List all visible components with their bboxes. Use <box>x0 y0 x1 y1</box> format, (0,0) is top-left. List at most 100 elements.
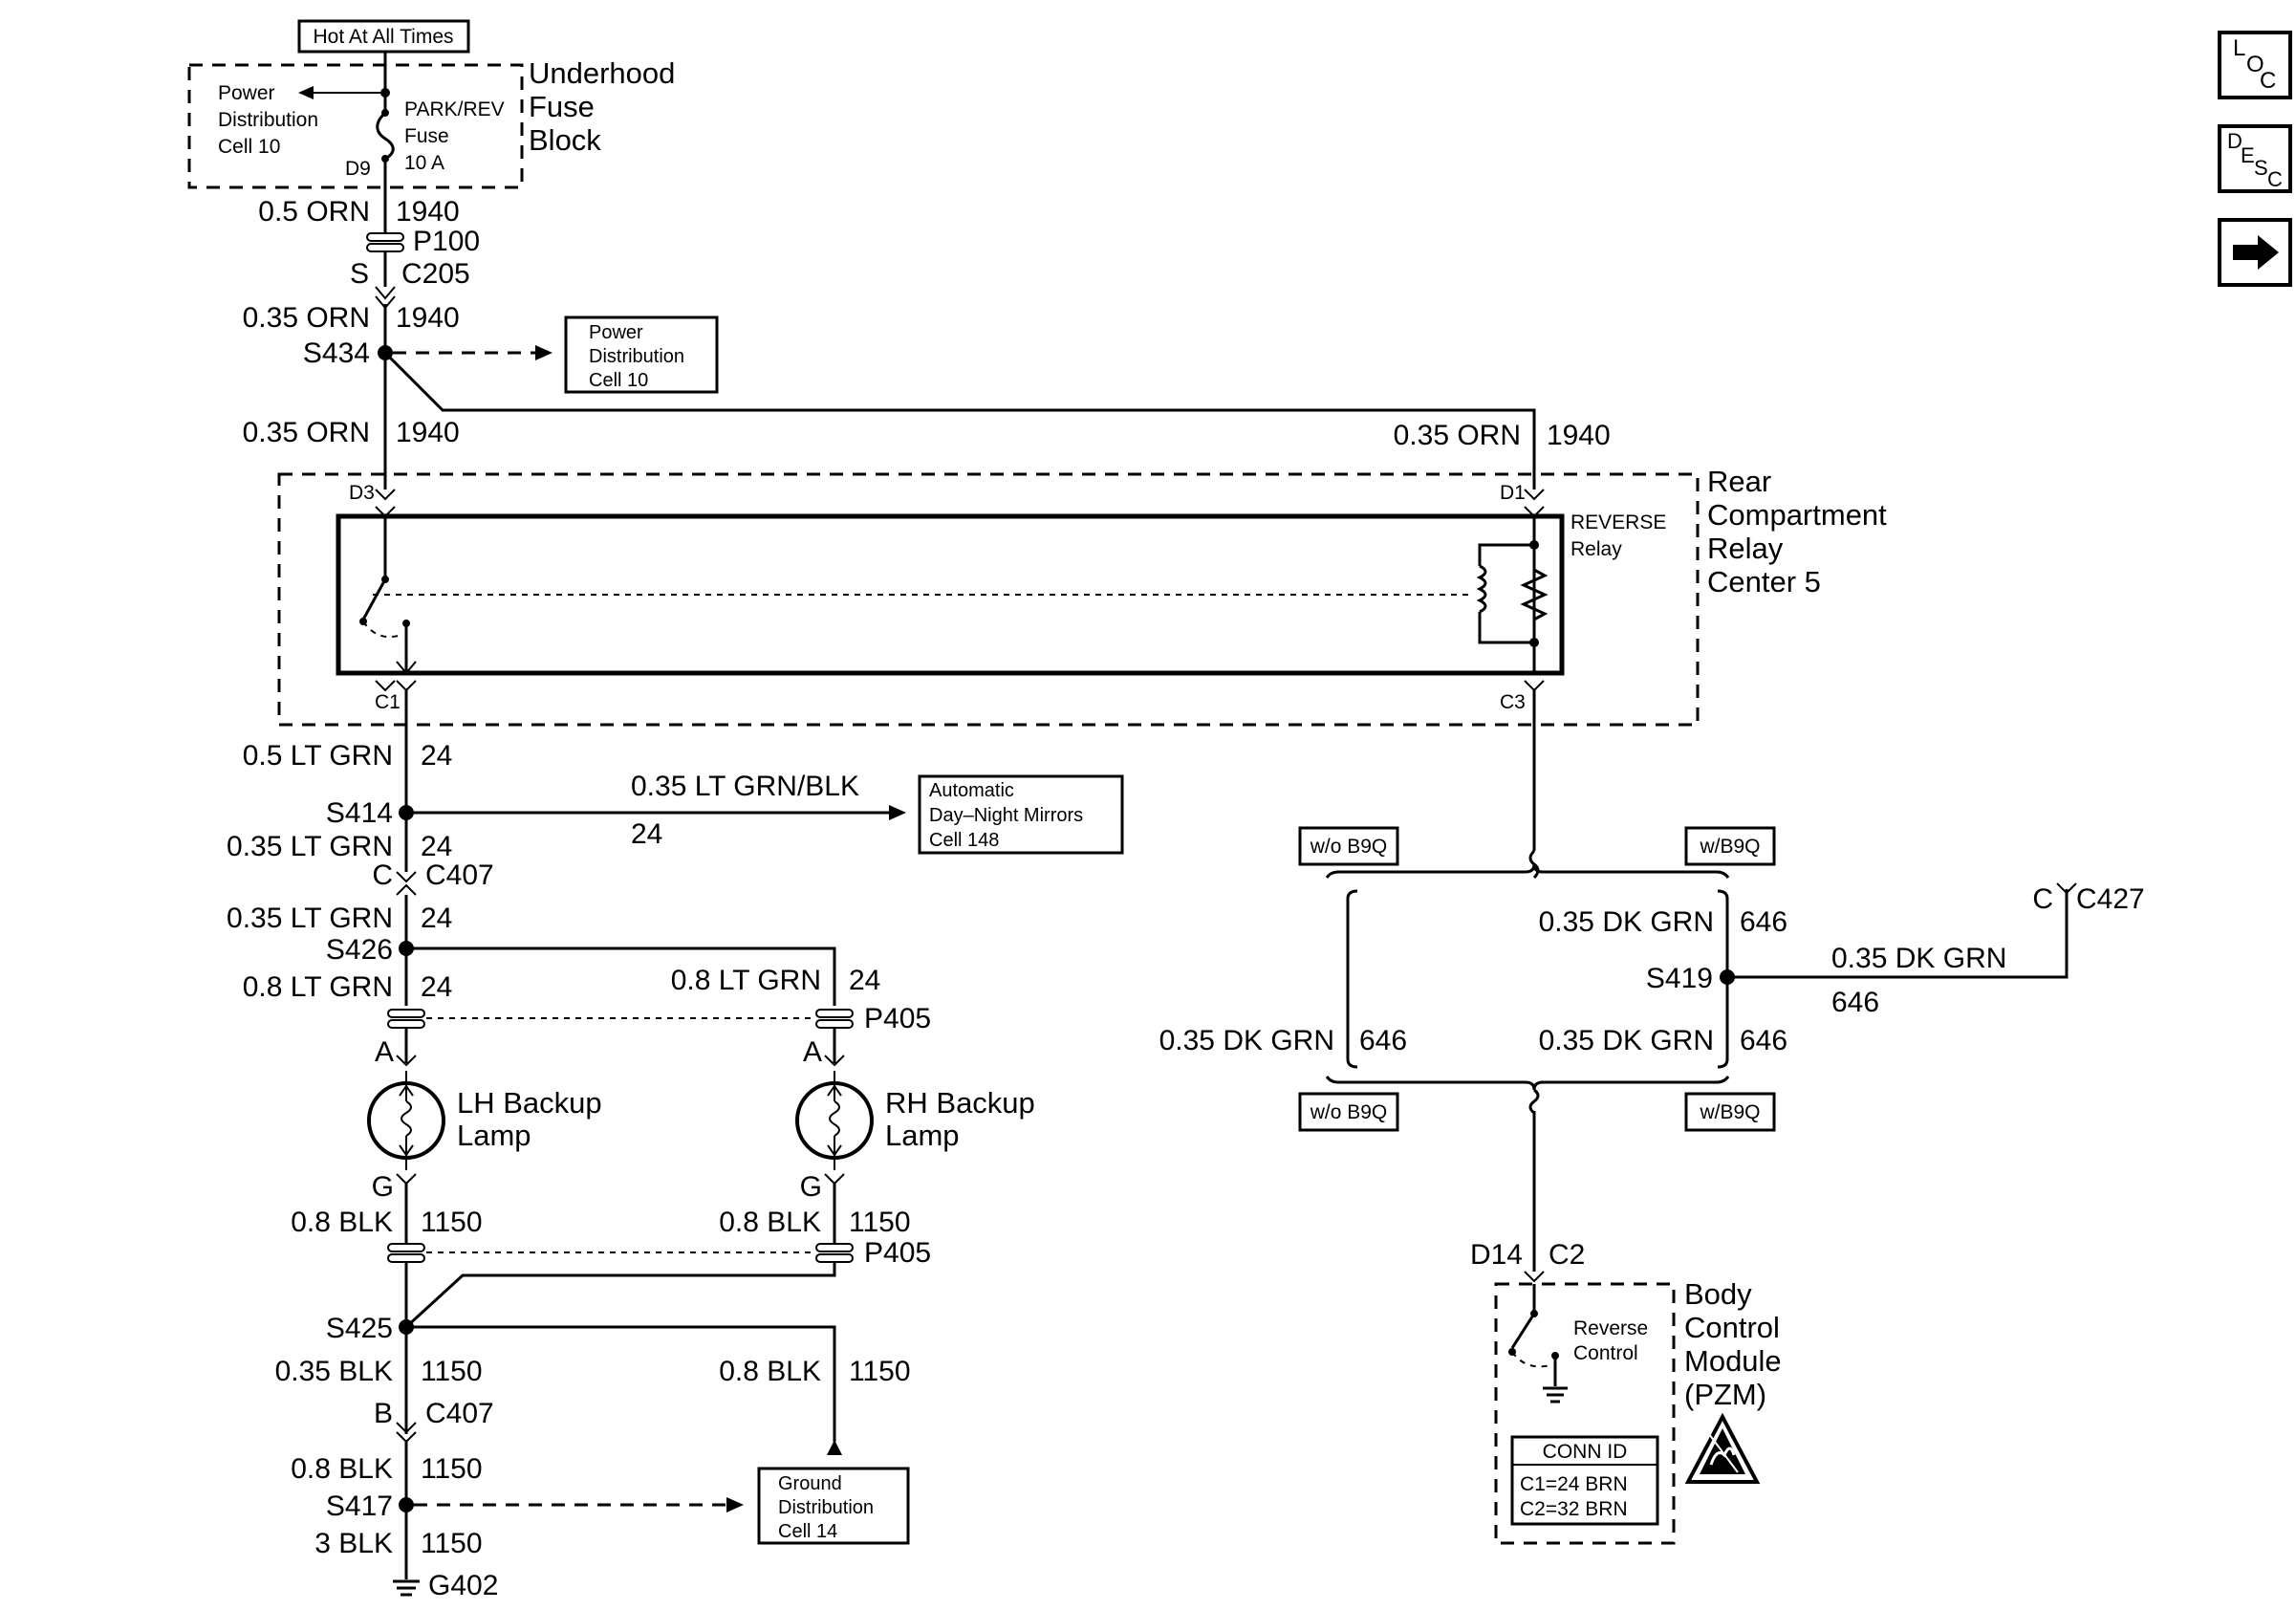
underhood-label-1: Underhood <box>529 56 675 90</box>
svg-text:Power: Power <box>589 322 643 343</box>
p405-lower-label: P405 <box>864 1237 931 1269</box>
pd-cell-top-3: Cell 10 <box>218 136 280 158</box>
circuit-1940-c: 1940 <box>396 417 460 448</box>
wire-08-blk-c: 0.8 BLK <box>291 1453 393 1485</box>
svg-text:Cell 14: Cell 14 <box>778 1521 837 1542</box>
svg-text:D: D <box>2227 129 2242 153</box>
pd-cell-top-2: Distribution <box>218 109 318 131</box>
wire-035-dkgrn-c427: 0.35 DK GRN <box>1831 943 2006 974</box>
fuse-label-3: 10 A <box>404 152 444 174</box>
svg-text:E: E <box>2241 143 2255 167</box>
bcm-outline <box>1494 1282 1676 1545</box>
wire-08-blk-lh: 0.8 BLK <box>291 1207 393 1238</box>
fuse-icon <box>376 111 395 161</box>
relay-coil-icon <box>1476 564 1487 614</box>
c427-name: C427 <box>2076 883 2145 915</box>
rh-pin-a: A <box>803 1036 822 1068</box>
circuit-1940-a: 1940 <box>396 196 460 228</box>
hot-at-all-times-box: Hot At All Times <box>297 19 470 54</box>
s419-label: S419 <box>1646 963 1713 994</box>
fuse-label-1: PARK/REV <box>404 98 505 120</box>
circuit-646-w-bottom: 646 <box>1740 1025 1787 1056</box>
circuit-1150-lh: 1150 <box>421 1207 483 1238</box>
c407-top-connector-icon <box>396 871 417 883</box>
underhood-fuse-block-outline <box>187 63 524 189</box>
s417-label: S417 <box>326 1490 393 1522</box>
c205-name: C205 <box>401 258 470 290</box>
reverse-control-switch <box>1510 1313 1536 1349</box>
ground-g402-icon <box>393 1579 420 1597</box>
svg-text:C: C <box>2260 68 2276 94</box>
splice-s414 <box>399 805 414 820</box>
underhood-label-3: Block <box>529 123 601 157</box>
rh-pin-g: G <box>800 1171 822 1203</box>
wire-035-dkgrn-w-top: 0.35 DK GRN <box>1539 906 1714 938</box>
arrow-up-icon <box>827 1440 842 1455</box>
p405-lower-grommet-icon <box>387 1243 854 1263</box>
description-view-button[interactable]: D E S C <box>2218 124 2292 193</box>
splice-s417 <box>399 1497 414 1512</box>
wire-to-rh-lamp <box>406 946 836 1006</box>
svg-text:Ground: Ground <box>778 1473 842 1494</box>
fuse-label-2: Fuse <box>404 125 449 147</box>
circuit-1150-b: 1150 <box>849 1356 911 1387</box>
rear-relay-center-outline <box>277 472 1700 727</box>
option-break-bottom <box>1528 1088 1540 1115</box>
option-bar-bottom <box>1325 1076 1730 1091</box>
lh-pin-a: A <box>375 1036 394 1068</box>
location-view-button[interactable]: L O C <box>2218 31 2292 99</box>
lh-backup-lamp-icon <box>367 1071 445 1170</box>
wire-08-blk-b: 0.8 BLK <box>719 1356 821 1387</box>
svg-text:C: C <box>2267 167 2283 191</box>
arrow-right-icon <box>535 345 552 360</box>
bcm-label-2: Control <box>1684 1311 1780 1344</box>
relay-label-1: REVERSE <box>1570 511 1666 533</box>
relay-label-2: Relay <box>1570 538 1622 560</box>
p100-label: P100 <box>413 226 480 257</box>
underhood-label-2: Fuse <box>529 90 595 123</box>
wire-035-ltgrn-blk: 0.35 LT GRN/BLK <box>631 771 859 802</box>
pin-c1: C1 <box>375 691 401 713</box>
rh-lamp-label-1: RH Backup <box>885 1086 1035 1120</box>
circuit-24-b: 24 <box>631 818 662 850</box>
svg-text:Distribution: Distribution <box>589 346 684 367</box>
rh-lamp-label-2: Lamp <box>885 1119 960 1152</box>
next-page-button[interactable] <box>2218 218 2292 287</box>
lh-pin-g: G <box>372 1171 394 1203</box>
wire-035-dkgrn-w-bottom: 0.35 DK GRN <box>1539 1025 1714 1056</box>
wire-rh-ground-return <box>404 1262 836 1329</box>
arrow-right-icon <box>2233 235 2279 270</box>
wire-08-blk-rh: 0.8 BLK <box>719 1207 821 1238</box>
circuit-1150-d: 1150 <box>421 1453 483 1485</box>
svg-text:w/o B9Q: w/o B9Q <box>1310 836 1388 858</box>
s414-label: S414 <box>326 797 393 829</box>
c407-bottom-connector-icon <box>396 1422 417 1434</box>
reverse-control-label-1: Reverse <box>1573 1317 1648 1339</box>
rear-center-label-3: Relay <box>1707 532 1784 565</box>
arrow-right-icon <box>726 1497 744 1512</box>
circuit-24-d: 24 <box>421 903 452 934</box>
hot-label: Hot At All Times <box>313 26 453 48</box>
rear-center-label-2: Compartment <box>1707 498 1887 532</box>
ground-cell-box: Ground Distribution Cell 14 <box>757 1467 910 1545</box>
circuit-24-a: 24 <box>421 740 452 772</box>
pin-d1: D1 <box>1500 482 1526 504</box>
svg-text:Cell 10: Cell 10 <box>589 370 648 391</box>
c407a-name: C407 <box>425 859 494 891</box>
svg-text:L: L <box>2233 35 2245 61</box>
circuit-646-c427: 646 <box>1831 987 1879 1018</box>
lh-lamp-label-1: LH Backup <box>457 1086 602 1120</box>
c205-letter: S <box>350 258 369 290</box>
circuit-1150-c: 1150 <box>421 1356 483 1387</box>
circuit-1150-e: 1150 <box>421 1528 483 1559</box>
option-wo-b9q-bottom: w/o B9Q <box>1298 1092 1399 1132</box>
lh-lamp-label-2: Lamp <box>457 1119 531 1152</box>
pd-cell-10-box: Power Distribution Cell 10 <box>564 315 719 394</box>
svg-text:S: S <box>2254 156 2268 180</box>
option-w-b9q-bottom: w/B9Q <box>1684 1092 1776 1132</box>
s426-label: S426 <box>326 934 393 966</box>
mirrors-cell-box: Automatic Day–Night Mirrors Cell 148 <box>918 774 1124 855</box>
arrow-left-icon <box>298 86 314 99</box>
wire-035-dkgrn-wo: 0.35 DK GRN <box>1159 1025 1334 1056</box>
wire-035-orn-c: 0.35 ORN <box>1394 420 1521 451</box>
